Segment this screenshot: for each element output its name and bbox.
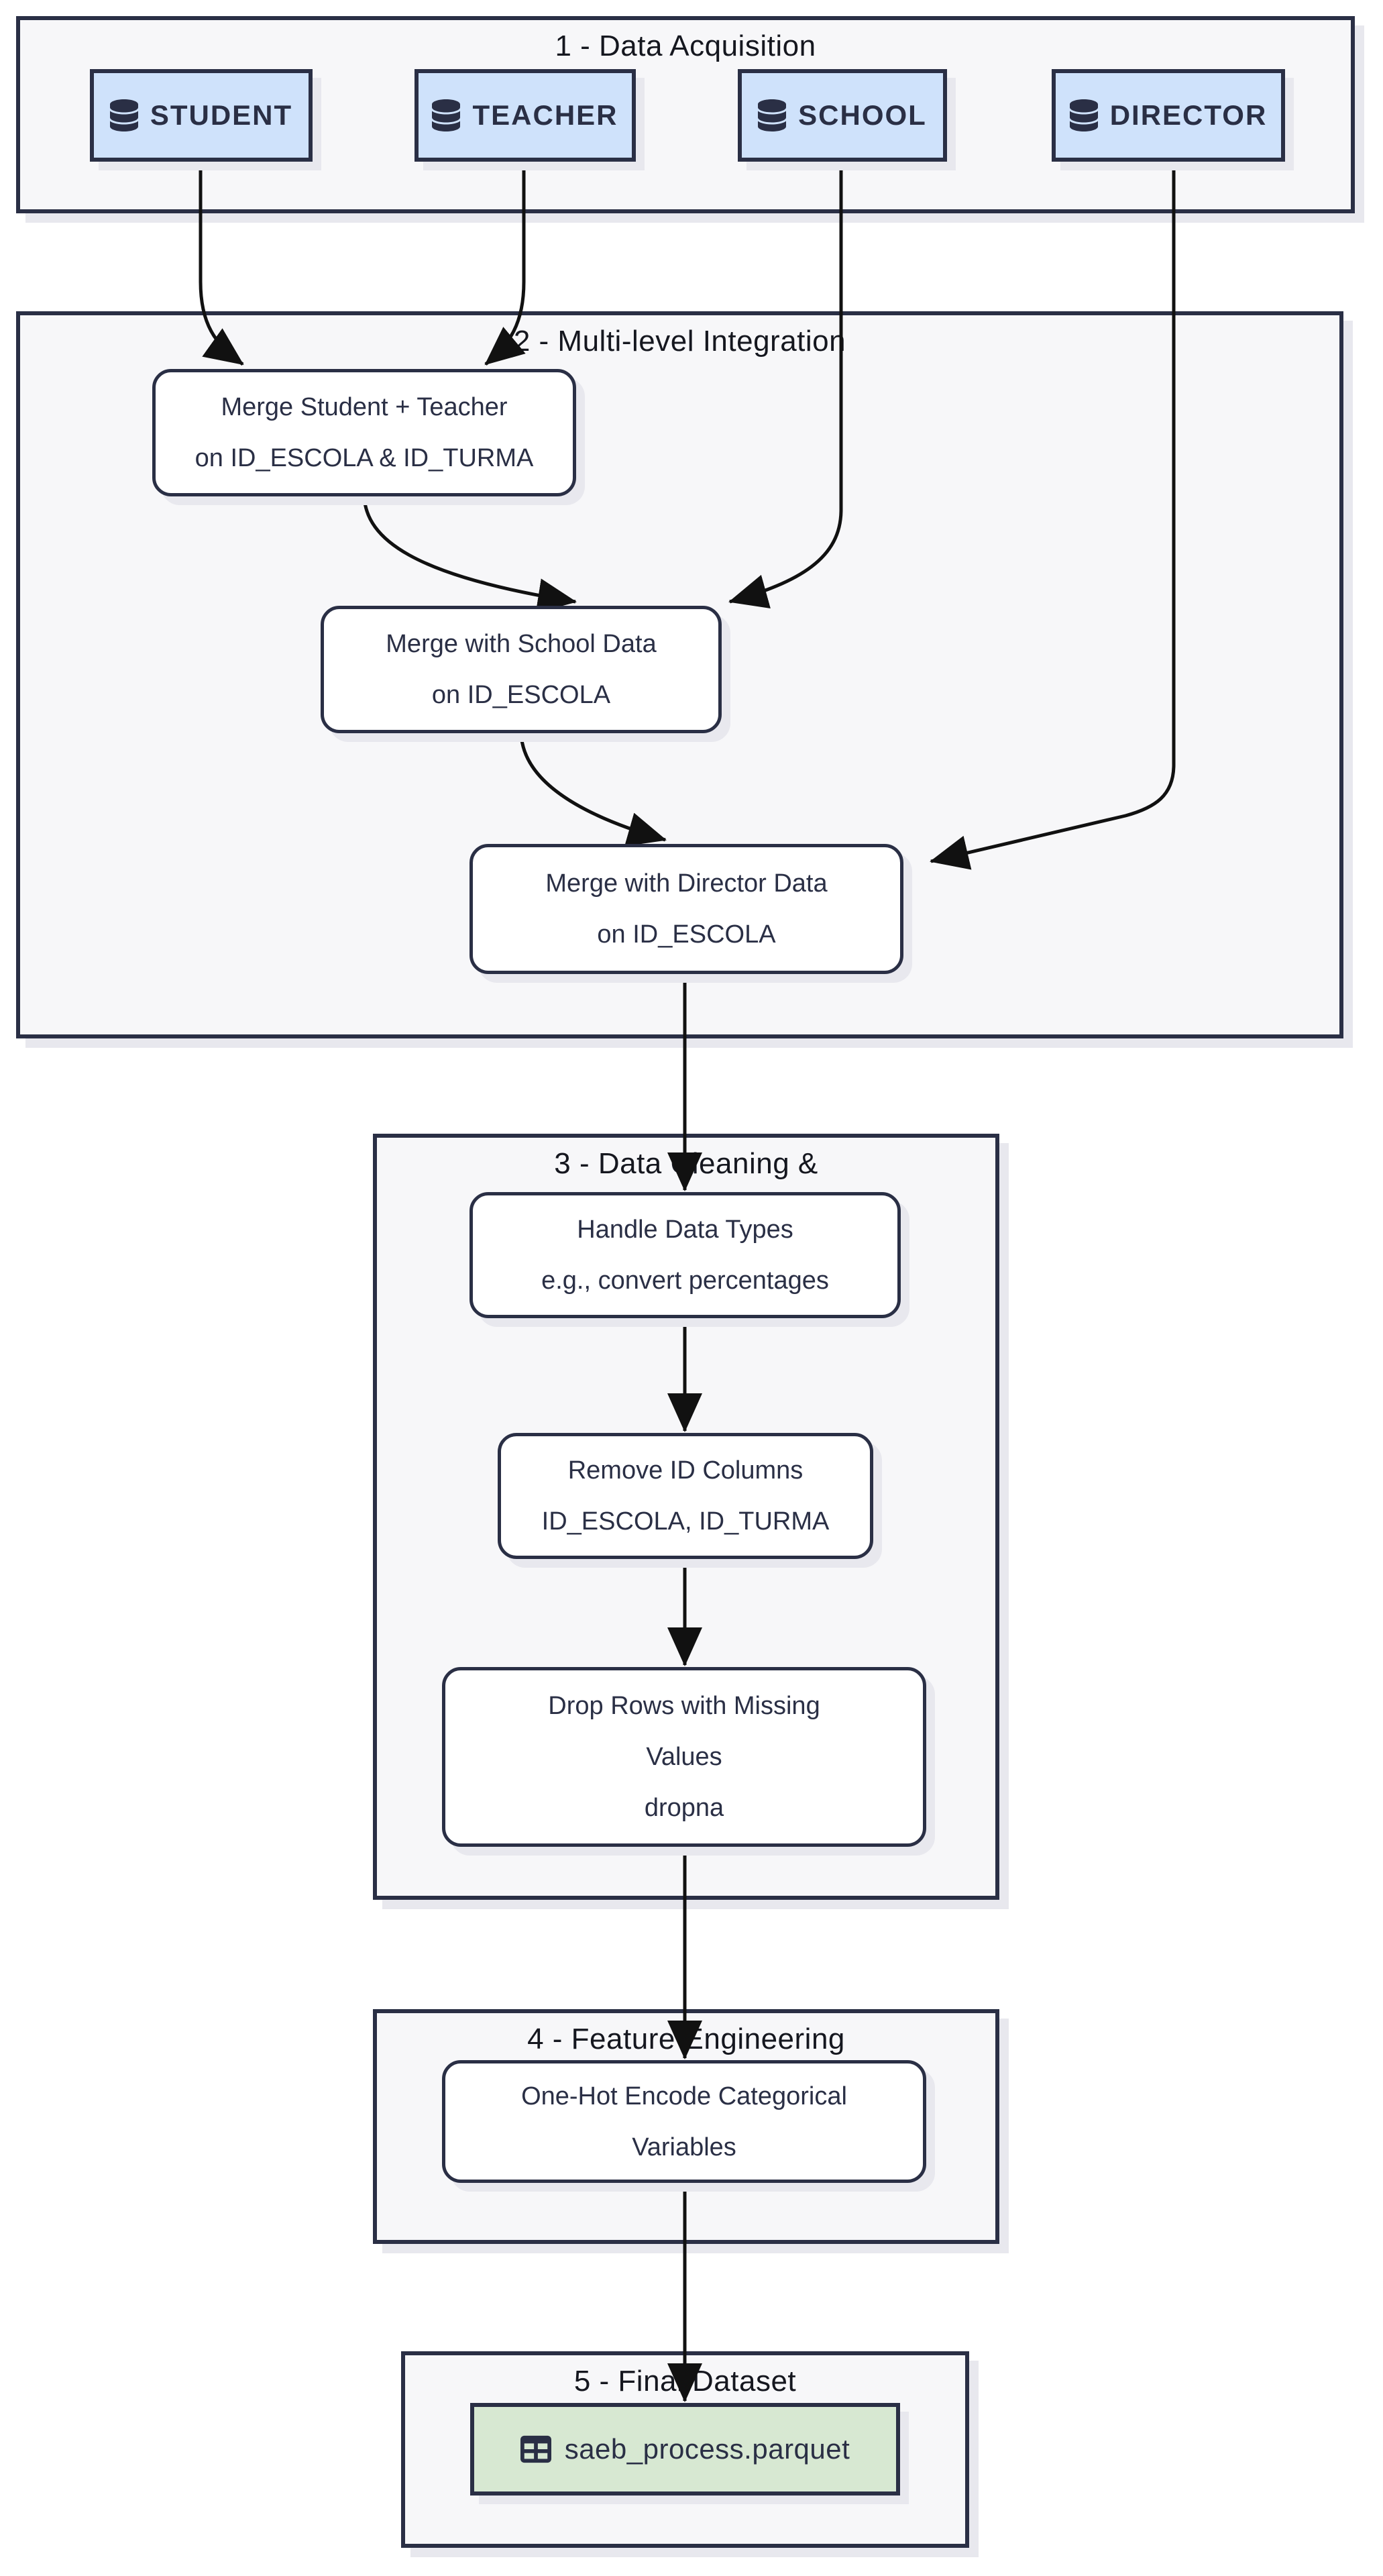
node-label-line: Values [646,1743,722,1771]
node-label-line: on ID_ESCOLA & ID_TURMA [195,444,534,472]
node-merge-student-teacher: Merge Student + Teacher on ID_ESCOLA & I… [152,369,576,496]
node-label-line: Merge with School Data [386,630,657,658]
edge-director-to-merge3 [930,162,1176,870]
node-one-hot-encode: One-Hot Encode Categorical Variables [442,2060,926,2183]
cluster-title-multi-level-integration: 2 - Multi-level Integration [513,325,846,358]
node-label-line: on ID_ESCOLA [431,681,611,709]
node-label: SCHOOL [798,99,927,131]
node-label-line: on ID_ESCOLA [597,920,776,949]
node-final-dataset: saeb_process.parquet [470,2403,900,2496]
edge-teacher-to-merge1 [484,162,526,366]
node-label-line: Remove ID Columns [567,1456,804,1485]
node-label: DIRECTOR [1109,99,1268,131]
node-label-line: One-Hot Encode Categorical [521,2082,847,2110]
edge-student-to-merge1 [199,162,244,366]
node-merge-school: Merge with School Data on ID_ESCOLA [321,606,722,733]
node-label-line: Merge Student + Teacher [221,393,508,421]
edge-merge1-to-merge2 [362,496,577,613]
table-icon [520,2434,551,2465]
database-icon [109,99,138,131]
node-handle-data-types: Handle Data Types e.g., convert percenta… [469,1192,901,1318]
cluster-title-data-acquisition: 1 - Data Acquisition [555,30,816,62]
edge-school-to-merge2 [728,162,843,608]
node-director: DIRECTOR [1052,69,1285,162]
node-label-line: e.g., convert percentages [541,1267,829,1295]
node-label-line: Merge with Director Data [545,869,828,898]
node-label-line: ID_ESCOLA, ID_TURMA [541,1507,830,1536]
node-remove-id-columns: Remove ID Columns ID_ESCOLA, ID_TURMA [498,1433,873,1559]
node-student: STUDENT [90,69,313,162]
node-label-line: Variables [632,2133,736,2161]
node-label: TEACHER [472,99,618,131]
node-label: saeb_process.parquet [564,2433,850,2465]
node-label-line: dropna [644,1794,724,1822]
edge-merge2-to-merge3 [519,733,667,847]
node-merge-director: Merge with Director Data on ID_ESCOLA [469,844,903,974]
node-label-line: Handle Data Types [577,1216,793,1244]
database-icon [1069,99,1098,131]
node-school: SCHOOL [738,69,947,162]
database-icon [432,99,461,131]
node-drop-missing-values: Drop Rows with Missing Values dropna [442,1667,926,1847]
node-teacher: TEACHER [414,69,636,162]
node-label-line: Drop Rows with Missing [548,1692,820,1720]
database-icon [758,99,787,131]
node-label: STUDENT [150,99,293,131]
